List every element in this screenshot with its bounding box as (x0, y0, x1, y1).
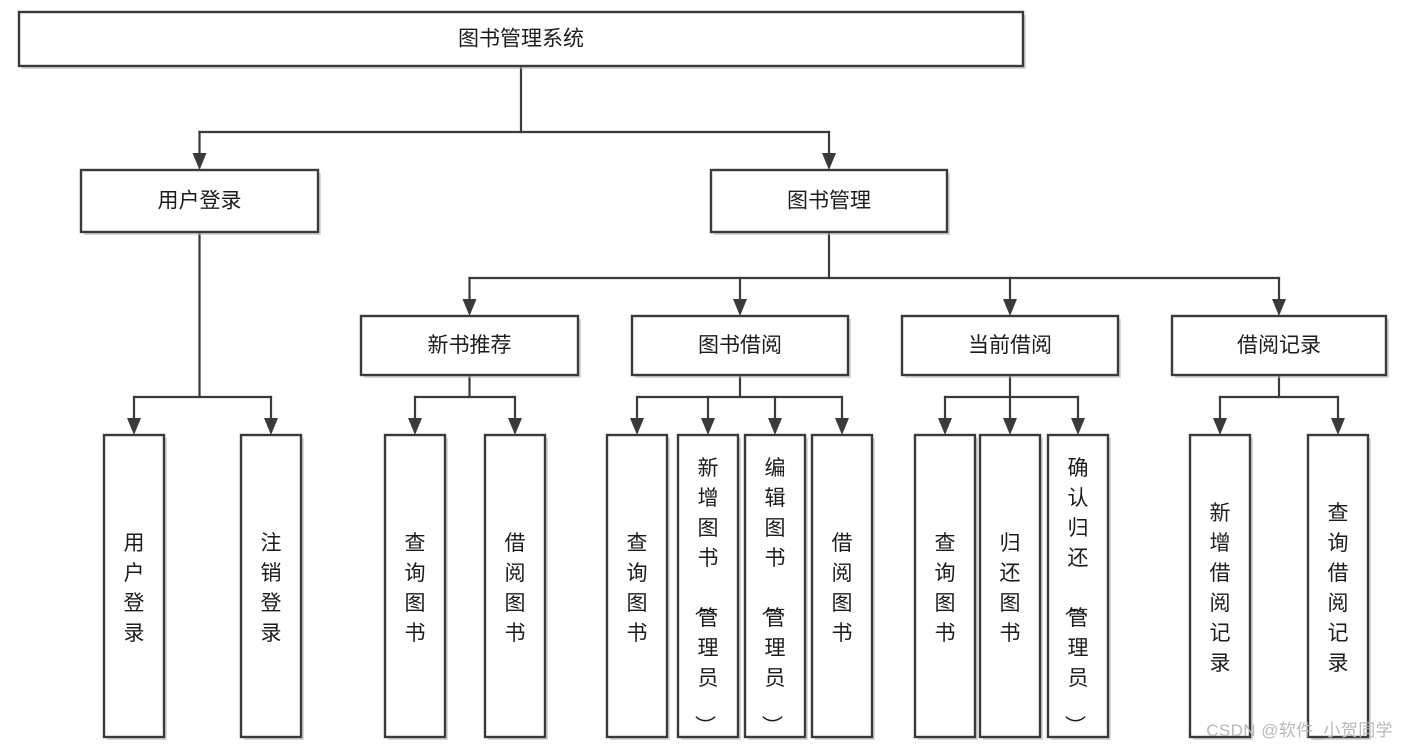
node-rect[interactable] (743, 433, 807, 739)
node-l-cur-return[interactable]: 归还图书 (978, 433, 1043, 740)
node-l-bb-edit[interactable]: 编辑图书（管理员） (743, 433, 808, 740)
node-l-nb-query[interactable]: 查询图书 (383, 433, 448, 740)
node-l-cur-confirm[interactable]: 确认归还（管理员） (1046, 433, 1111, 740)
node-rect[interactable] (810, 433, 874, 739)
node-label: 借阅记录 (1237, 334, 1321, 357)
arrow-head-icon (768, 418, 782, 435)
arrow-head-icon (127, 418, 141, 435)
node-n-current[interactable]: 当前借阅 (900, 314, 1121, 378)
arrow-head-icon (630, 418, 644, 435)
node-label: 用户登录 (158, 190, 242, 213)
node-rect[interactable] (900, 314, 1120, 377)
node-rect[interactable] (630, 314, 850, 377)
node-rect[interactable] (79, 168, 320, 234)
node-l-bb-add[interactable]: 新增图书（管理员） (676, 433, 741, 740)
node-label: 确认归还（管理员） (1063, 457, 1089, 736)
node-label: 用户登录 (124, 532, 145, 645)
node-label: 新增图书（管理员） (693, 457, 719, 736)
node-rect[interactable] (913, 433, 977, 739)
node-n-new-book[interactable]: 新书推荐 (359, 314, 581, 378)
node-rect[interactable] (1170, 314, 1388, 377)
node-root[interactable]: 图书管理系统 (17, 10, 1026, 69)
node-label: 借阅图书 (832, 532, 853, 645)
node-label: 新增借阅记录 (1210, 502, 1231, 675)
node-label: 图书借阅 (698, 334, 782, 357)
node-l-nb-borrow[interactable]: 借阅图书 (483, 433, 548, 740)
node-rect[interactable] (17, 10, 1025, 68)
arrow-head-icon (1003, 299, 1017, 316)
node-label: 查询图书 (627, 532, 648, 645)
node-rect[interactable] (1306, 433, 1370, 739)
arrow-head-icon (1331, 418, 1345, 435)
node-label: 借阅图书 (505, 532, 526, 645)
node-label: 查询图书 (935, 532, 956, 645)
node-label: 图书管理系统 (458, 28, 584, 51)
node-l-cur-query[interactable]: 查询图书 (913, 433, 978, 740)
connector-layer (127, 64, 1345, 435)
node-rect[interactable] (383, 433, 447, 739)
node-rect[interactable] (1046, 433, 1110, 739)
node-rect[interactable] (605, 433, 669, 739)
node-label: 注销登录 (261, 532, 282, 645)
arrow-head-icon (1071, 418, 1085, 435)
arrow-head-icon (264, 418, 278, 435)
node-rect[interactable] (978, 433, 1042, 739)
node-l-rec-query[interactable]: 查询借阅记录 (1306, 433, 1371, 740)
node-l-rec-add[interactable]: 新增借阅记录 (1188, 433, 1253, 740)
node-rect[interactable] (102, 433, 166, 739)
node-rect[interactable] (359, 314, 580, 377)
arrow-head-icon (733, 299, 747, 316)
arrow-head-icon (835, 418, 849, 435)
node-rect[interactable] (709, 168, 949, 234)
arrow-head-icon (192, 153, 207, 170)
arrow-head-icon (701, 418, 715, 435)
node-n-user-login[interactable]: 用户登录 (79, 168, 321, 235)
node-label: 归还图书 (1000, 532, 1021, 645)
node-label: 新书推荐 (428, 334, 512, 357)
arrow-head-icon (508, 418, 522, 435)
arrow-head-icon (1213, 418, 1227, 435)
node-rect[interactable] (239, 433, 303, 739)
node-label: 查询借阅记录 (1328, 502, 1349, 675)
node-n-record[interactable]: 借阅记录 (1170, 314, 1389, 378)
node-label: 图书管理 (787, 190, 871, 213)
arrow-head-icon (1003, 418, 1017, 435)
node-rect[interactable] (1188, 433, 1252, 739)
arrow-head-icon (408, 418, 422, 435)
node-n-book-manage[interactable]: 图书管理 (709, 168, 950, 235)
node-label: 编辑图书（管理员） (760, 457, 786, 736)
arrow-head-icon (822, 153, 836, 170)
arrow-head-icon (938, 418, 952, 435)
node-label: 查询图书 (405, 532, 426, 645)
node-n-borrow[interactable]: 图书借阅 (630, 314, 851, 378)
node-rect[interactable] (483, 433, 547, 739)
node-label: 当前借阅 (968, 334, 1052, 357)
arrow-head-icon (462, 299, 477, 316)
node-l-user-login[interactable]: 用户登录 (102, 433, 167, 740)
arrow-head-icon (1272, 299, 1286, 316)
node-rect[interactable] (676, 433, 740, 739)
node-l-user-logout[interactable]: 注销登录 (239, 433, 304, 740)
node-layer: 图书管理系统用户登录图书管理新书推荐图书借阅当前借阅借阅记录用户登录注销登录查询… (17, 10, 1389, 740)
node-l-bb-query[interactable]: 查询图书 (605, 433, 670, 740)
node-l-bb-borrow[interactable]: 借阅图书 (810, 433, 875, 740)
